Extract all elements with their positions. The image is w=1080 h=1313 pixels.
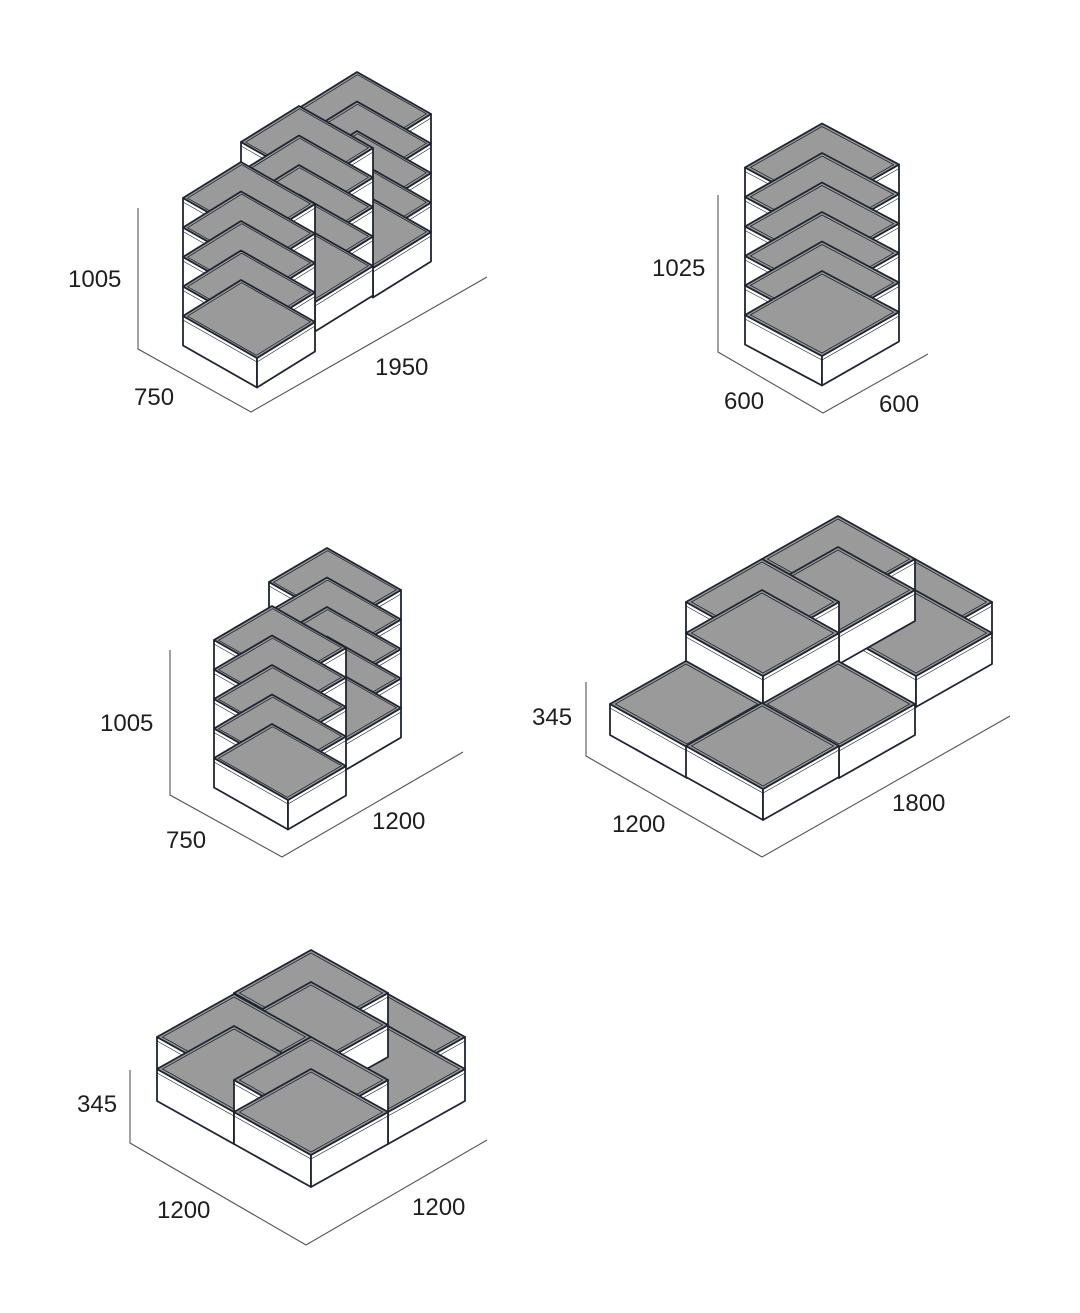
config-3-dimension-lines bbox=[169, 650, 464, 858]
config-5-dimension-lines bbox=[129, 1070, 488, 1246]
unit-top-bevel bbox=[690, 705, 835, 787]
config-1-stack-front-unit-5 bbox=[182, 279, 316, 389]
config-4-width-label: 1800 bbox=[892, 790, 946, 817]
config-1-height-label: 1005 bbox=[68, 266, 122, 293]
unit-top-face bbox=[182, 279, 316, 359]
unit-top-bevel bbox=[614, 663, 759, 745]
config-2-dimension-lines bbox=[717, 195, 929, 414]
config-3-height-label: 1005 bbox=[100, 710, 154, 737]
unit-top-face bbox=[233, 1068, 389, 1156]
unit-top-edge bbox=[233, 1115, 389, 1160]
unit-top-face bbox=[685, 589, 840, 677]
config-2-stack-unit-6 bbox=[744, 270, 900, 387]
config-2-height-label: 1025 bbox=[652, 255, 706, 282]
config-4-dimension-lines bbox=[585, 682, 1011, 858]
config-2-width-label: 600 bbox=[879, 391, 920, 418]
config-3-stack-front-unit-5 bbox=[213, 723, 347, 831]
config-4-drawing bbox=[609, 515, 993, 821]
config-5-width-label: 1200 bbox=[412, 1194, 466, 1221]
unit-top-bevel bbox=[217, 726, 343, 798]
config-4-depth-label: 1200 bbox=[612, 811, 666, 838]
unit-top-edge bbox=[838, 636, 993, 681]
config-1-depth-label: 750 bbox=[134, 384, 175, 411]
unit-top-bevel bbox=[766, 663, 911, 745]
config-2-drawing bbox=[744, 122, 900, 387]
unit-top-face bbox=[213, 723, 347, 801]
config-4-front-center-unit-1 bbox=[685, 702, 840, 821]
config-5-depth-label: 1200 bbox=[157, 1197, 211, 1224]
unit-top-edge bbox=[213, 761, 347, 805]
config-5-drawing bbox=[156, 949, 466, 1188]
unit-top-bevel bbox=[186, 282, 312, 356]
unit-top-edge bbox=[685, 749, 840, 794]
config-1-drawing bbox=[182, 71, 432, 389]
unit-top-bevel bbox=[749, 273, 895, 354]
unit-top-edge bbox=[744, 315, 900, 361]
config-1-width-label: 1950 bbox=[375, 354, 429, 381]
unit-top-bevel bbox=[690, 592, 835, 674]
config-3-depth-label: 750 bbox=[166, 827, 207, 854]
unit-top-edge bbox=[685, 636, 840, 681]
config-3-width-label: 1200 bbox=[372, 808, 426, 835]
config-1-dimension-lines bbox=[137, 208, 488, 413]
config-2-depth-label: 600 bbox=[724, 388, 765, 415]
unit-top-face bbox=[744, 270, 900, 357]
config-4-back-left-unit-2 bbox=[685, 589, 840, 708]
config-5-front-unit-2 bbox=[233, 1068, 389, 1188]
config-3-drawing bbox=[213, 547, 402, 831]
config-5-height-label: 345 bbox=[77, 1091, 118, 1118]
unit-top-edge bbox=[182, 319, 316, 363]
config-4-height-label: 345 bbox=[532, 704, 573, 731]
unit-top-bevel bbox=[238, 1071, 384, 1153]
unit-top-face bbox=[685, 702, 840, 790]
